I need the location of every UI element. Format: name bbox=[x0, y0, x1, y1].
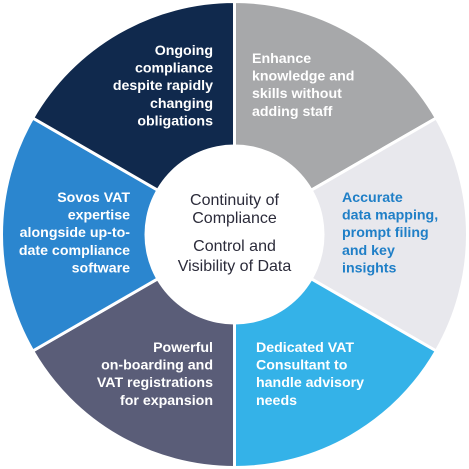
segment-label-line: Consultant to bbox=[256, 358, 348, 374]
segment-label-line: needs bbox=[256, 393, 297, 409]
segment-label-line: VAT registrations bbox=[97, 375, 213, 391]
segment-label-line: Enhance bbox=[252, 51, 311, 67]
segment-label-line: obligations bbox=[137, 113, 213, 129]
segment-label-line: Accurate bbox=[342, 190, 403, 206]
segment-label-line: changing bbox=[150, 96, 213, 112]
segment-accurate-data-mapping bbox=[233, 116, 469, 353]
segment-label-line: alongside up-to- bbox=[20, 225, 131, 241]
segment-label-line: skills without bbox=[252, 86, 342, 102]
segment-label-line: compliance bbox=[135, 61, 213, 77]
center-circle: Continuity of Compliance Control and Vis… bbox=[144, 144, 325, 325]
segment-label-line: and key bbox=[342, 243, 395, 259]
segment-label-line: expertise bbox=[68, 208, 130, 224]
center-line-3: Control and bbox=[193, 238, 276, 255]
segment-sovos-vat-expertise bbox=[0, 116, 236, 353]
segment-label-line: adding staff bbox=[252, 104, 333, 120]
center-line-2: Compliance bbox=[192, 210, 277, 227]
segment-label-line: Dedicated VAT bbox=[256, 340, 354, 356]
segment-label-line: insights bbox=[342, 260, 396, 276]
segment-label-line: knowledge and bbox=[252, 69, 354, 85]
segment-label-line: prompt filing bbox=[342, 225, 429, 241]
center-circle-background bbox=[144, 144, 325, 325]
segment-label-line: on-boarding and bbox=[101, 358, 213, 374]
segment-label-line: software bbox=[72, 260, 130, 276]
segment-label-line: handle advisory bbox=[256, 375, 364, 391]
segment-label-line: Sovos VAT bbox=[57, 190, 130, 206]
segment-label-line: data mapping, bbox=[342, 208, 438, 224]
segment-label-line: Powerful bbox=[153, 340, 213, 356]
center-line-1: Continuity of bbox=[190, 192, 279, 209]
center-line-4: Visibility of Data bbox=[178, 258, 292, 275]
segment-label-line: Ongoing bbox=[155, 43, 213, 59]
segment-label-line: date compliance bbox=[19, 243, 130, 259]
segment-label-line: for expansion bbox=[120, 393, 213, 409]
segment-label-line: despite rapidly bbox=[113, 78, 213, 94]
segment-label-accurate-data-mapping: Accurate data mapping,prompt filing and ke… bbox=[342, 190, 438, 276]
